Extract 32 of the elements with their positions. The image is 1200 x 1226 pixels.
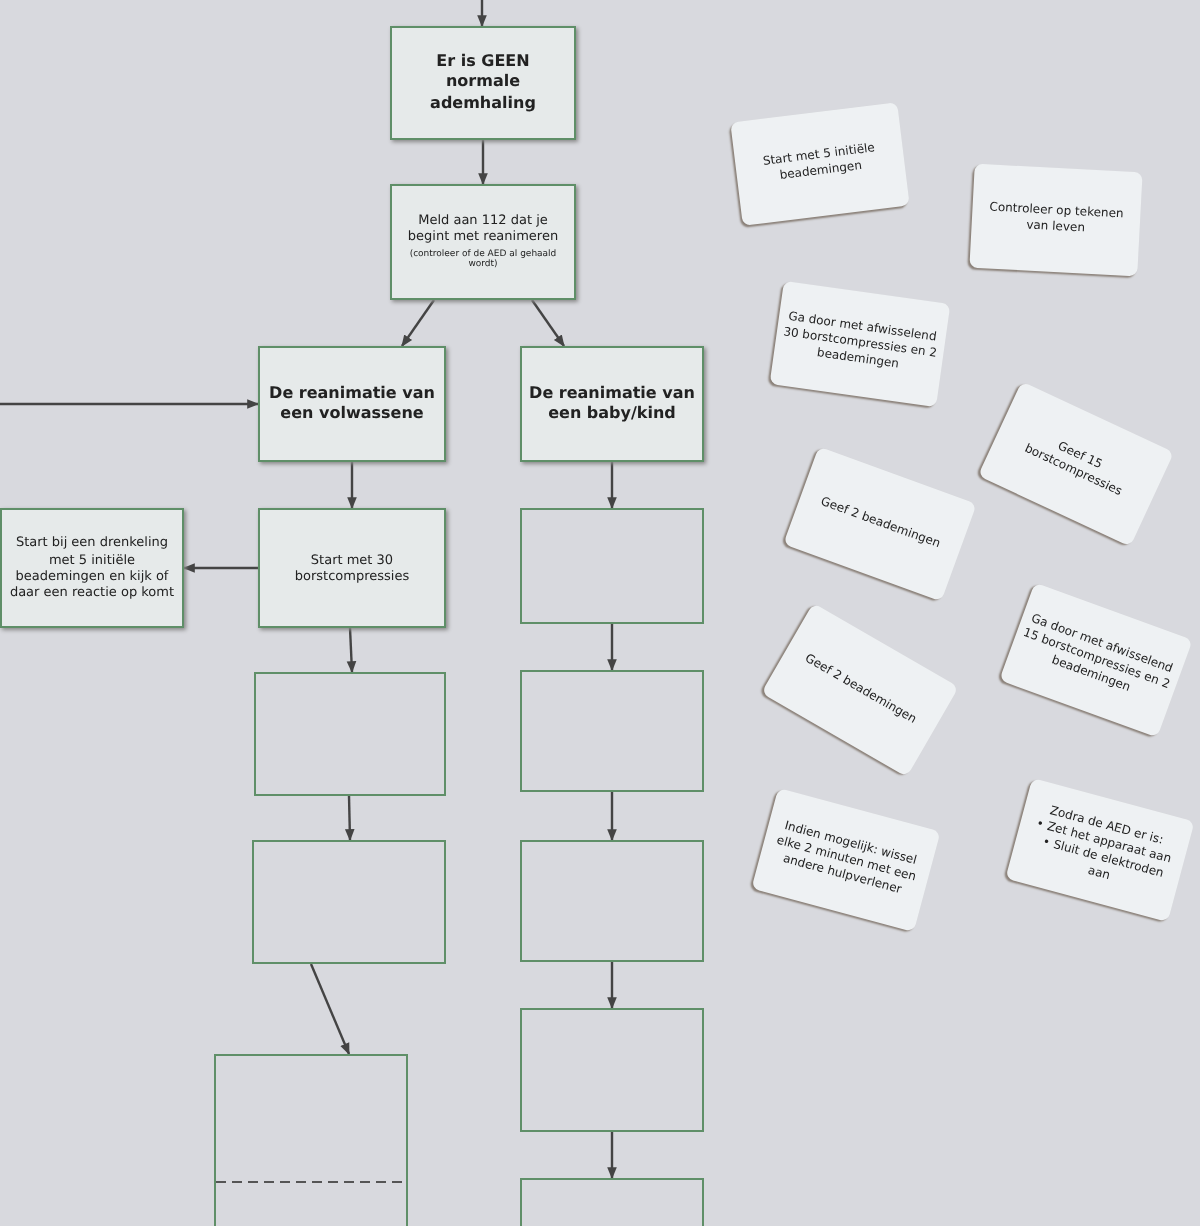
arrow bbox=[607, 624, 617, 672]
arrow bbox=[607, 962, 617, 1010]
empty-box bbox=[520, 670, 704, 792]
arrow bbox=[346, 627, 357, 674]
empty-box bbox=[254, 672, 446, 796]
process-box bbox=[520, 346, 704, 462]
arrow bbox=[0, 399, 260, 409]
empty-box bbox=[520, 840, 704, 962]
arrow bbox=[607, 792, 617, 842]
process-box bbox=[258, 346, 446, 462]
empty-box bbox=[520, 508, 704, 624]
arrow bbox=[607, 462, 617, 510]
arrow bbox=[347, 462, 357, 510]
card bbox=[969, 163, 1143, 277]
arrow bbox=[401, 299, 435, 347]
empty-box bbox=[214, 1054, 408, 1226]
arrow bbox=[607, 1132, 617, 1180]
arrow bbox=[309, 963, 351, 1056]
process-box bbox=[390, 26, 576, 140]
arrow bbox=[477, 0, 487, 28]
box-text: De reanimatie van een baby/kind bbox=[527, 383, 697, 425]
box-text: De reanimatie van een volwassene bbox=[267, 383, 437, 425]
process-box bbox=[258, 508, 446, 628]
process-box bbox=[390, 184, 576, 300]
process-box bbox=[0, 508, 184, 628]
box-text: Er is GEEN normale ademhaling bbox=[428, 51, 538, 115]
arrow bbox=[531, 299, 565, 347]
empty-box bbox=[252, 840, 446, 964]
arrow bbox=[478, 140, 488, 186]
arrow bbox=[182, 563, 258, 573]
arrow bbox=[344, 795, 355, 842]
empty-box bbox=[520, 1008, 704, 1132]
